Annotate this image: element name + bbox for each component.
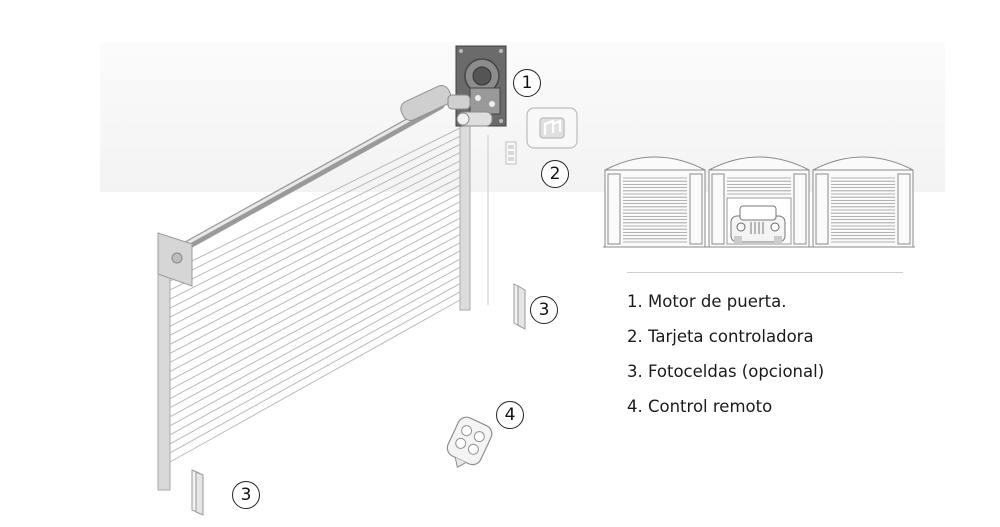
legend-divider [627, 272, 903, 273]
legend-item-controller: 2. Tarjeta controladora [627, 327, 814, 346]
controller-board [526, 107, 578, 149]
callout-photocell-right: 3 [530, 296, 558, 324]
callout-controller: 2 [541, 160, 569, 188]
door-slat [169, 266, 461, 427]
garage-storefront-illustration [603, 156, 915, 248]
photocell-left-icon [191, 469, 204, 516]
door-slat [169, 152, 461, 300]
door-slat [169, 258, 461, 418]
door-slat [169, 217, 461, 372]
door-slat [169, 184, 461, 336]
door-slat [169, 299, 461, 463]
remote-control-icon [446, 416, 493, 468]
door-slat [169, 242, 461, 400]
legend-list: 1. Motor de puerta. 2. Tarjeta controlad… [627, 290, 824, 430]
left-post [157, 267, 171, 491]
door-slat [169, 143, 461, 291]
garage-shutter-slats [623, 177, 895, 243]
door-slat [169, 291, 461, 454]
door-slat [169, 225, 461, 382]
door-slat [169, 234, 461, 391]
door-slat [169, 274, 461, 436]
door-slat [169, 201, 461, 354]
garage-open-bay [726, 197, 792, 245]
callout-photocell-left: 3 [232, 481, 260, 509]
right-rail [459, 117, 471, 311]
door-slat [169, 283, 461, 445]
callout-motor: 1 [513, 69, 541, 97]
door-slat [169, 209, 461, 363]
motor-assembly [400, 45, 507, 127]
legend-item-photocells: 3. Fotoceldas (opcional) [627, 362, 825, 381]
door-slat [169, 193, 461, 345]
legend-item-remote: 4. Control remoto [627, 397, 773, 416]
door-slat [169, 160, 461, 309]
left-bracket-bearing [171, 252, 183, 264]
door-curtain-slats [169, 127, 461, 463]
callout-remote: 4 [496, 401, 524, 429]
legend-item-motor: 1. Motor de puerta. [627, 292, 787, 311]
roller-axle [170, 100, 445, 257]
door-slat [169, 176, 461, 327]
background-band [100, 42, 945, 192]
roller-axle-highlight [173, 101, 442, 252]
door-slat [169, 135, 461, 282]
door-slat [169, 250, 461, 409]
door-slat [169, 127, 461, 273]
door-slat [169, 168, 461, 318]
wall-switch-icon [505, 141, 517, 165]
photocell-right-icon [513, 283, 526, 330]
